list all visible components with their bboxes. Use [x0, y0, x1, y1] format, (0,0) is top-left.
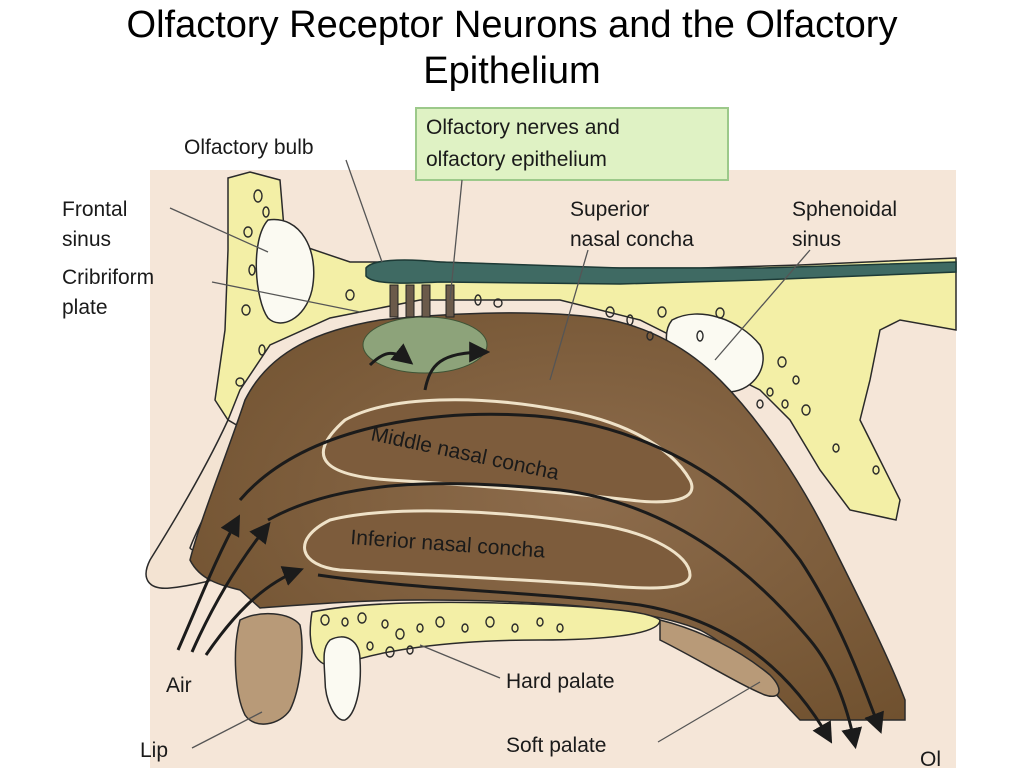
olfactory-bulb-tract [365, 259, 957, 285]
label-olfactory-nerves-line-1: Olfactory nerves and [426, 116, 620, 139]
label-cropped-text: Ol [920, 748, 941, 768]
label-superior-concha-line-2: nasal concha [570, 228, 694, 251]
label-sphenoidal-line-1: Sphenoidal [792, 198, 897, 221]
soft-palate-shape [659, 619, 780, 697]
label-cribriform-line-2: plate [62, 296, 108, 319]
label-olfactory-nerves-line-2: olfactory epithelium [426, 148, 607, 171]
label-superior-concha-line-1: Superior [570, 198, 649, 221]
olfactory-nerve-fibers [389, 284, 455, 318]
label-hard-palate: Hard palate [506, 670, 615, 693]
inferior-concha-shape [303, 509, 692, 590]
olfactory-epithelium [362, 316, 488, 374]
label-soft-palate: Soft palate [506, 734, 606, 757]
slide-title: Olfactory Receptor Neurons and the Olfac… [0, 2, 1024, 94]
label-sphenoidal-line-2: sinus [792, 228, 841, 251]
bone-speckles [235, 189, 880, 658]
lip-shape [234, 612, 303, 725]
label-air: Air [166, 674, 192, 697]
slide-title-line-1: Olfactory Receptor Neurons and the Olfac… [126, 4, 898, 46]
slide-title-line-2: Epithelium [423, 50, 601, 92]
label-frontal-sinus-line-2: sinus [62, 228, 111, 251]
tooth-shape [323, 636, 362, 721]
frontal-sinus-cavity [255, 218, 315, 324]
label-olfactory-bulb: Olfactory bulb [184, 136, 314, 159]
label-lip: Lip [140, 739, 168, 762]
leader-lines [169, 159, 811, 749]
airflow-arrows [176, 341, 884, 750]
label-cribriform-line-1: Cribriform [62, 266, 154, 289]
label-frontal-sinus-line-1: Frontal [62, 198, 127, 221]
olfactory-nerves-callout-box [415, 107, 729, 181]
